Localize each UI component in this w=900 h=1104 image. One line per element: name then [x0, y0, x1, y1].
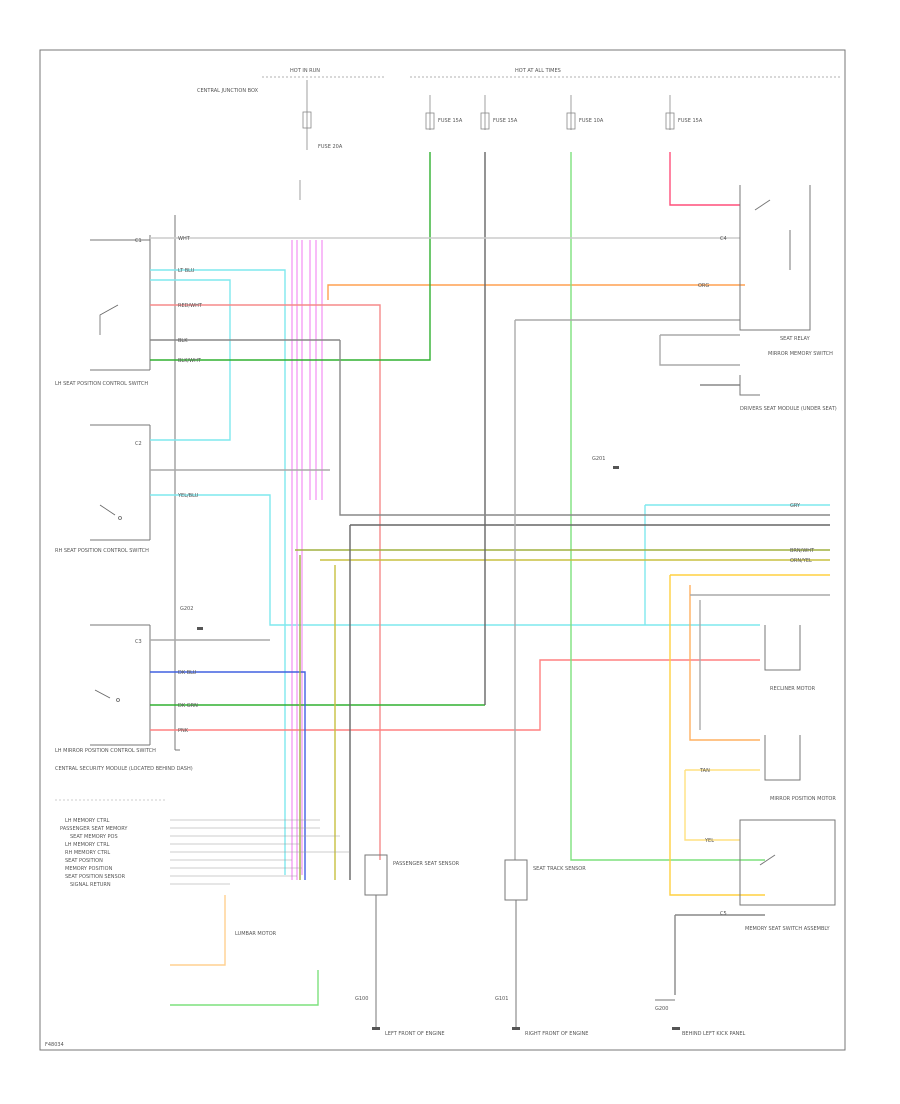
seat-track-sensor-label: SEAT TRACK SENSOR	[533, 866, 586, 872]
central-module-label: CENTRAL SECURITY MODULE (LOCATED BEHIND …	[55, 766, 193, 772]
wire-label-yel-blu: YEL/BLU	[177, 493, 199, 499]
colored-wires	[150, 152, 830, 1006]
wire-label-yel: YEL	[704, 838, 714, 844]
wire-label-tan: TAN	[699, 768, 710, 774]
fuse-3-label: FUSE 15A	[493, 118, 518, 124]
connector-c5: C5	[720, 911, 727, 917]
wire-label-org: ORG	[698, 283, 709, 289]
seat-relay-label: SEAT RELAY	[780, 336, 811, 342]
lh-seat-switch-label: LH SEAT POSITION CONTROL SWITCH	[55, 381, 148, 387]
signal-list-item: LH MEMORY CTRL	[65, 842, 110, 848]
ground-note-a: LEFT FRONT OF ENGINE	[385, 1031, 445, 1037]
left-component-boxes	[90, 215, 180, 751]
hot-in-run-label: HOT IN RUN	[290, 68, 320, 74]
wire-label-blk: BLK	[178, 338, 188, 344]
central-junction-box-label: CENTRAL JUNCTION BOX	[197, 88, 259, 94]
diagram-frame	[39, 49, 846, 1051]
signal-list-item: SEAT POSITION	[65, 858, 103, 864]
footer-id: F48034	[45, 1042, 64, 1048]
signal-list-item: LH MEMORY CTRL	[65, 818, 110, 824]
ground-g100: G100	[355, 996, 368, 1002]
signal-list-item: MEMORY POSITION	[65, 866, 113, 872]
wire-label-blk-wht: BLK/WHT	[178, 358, 202, 364]
lumbar-motor-label: LUMBAR MOTOR	[235, 931, 277, 937]
connector-c2: C2	[135, 441, 142, 447]
recliner-motor-label: RECLINER MOTOR	[770, 686, 816, 692]
wire-label-wht: WHT	[178, 236, 191, 242]
memory-module-label: DRIVERS SEAT MODULE (UNDER SEAT)	[740, 406, 837, 412]
signal-list: LH MEMORY CTRL PASSENGER SEAT MEMORY SEA…	[60, 818, 128, 888]
ground-note-b: RIGHT FRONT OF ENGINE	[525, 1031, 588, 1037]
signal-list-rails	[55, 799, 350, 885]
fuse-4-label: FUSE 10A	[579, 118, 604, 124]
passenger-seat-sensor-label: PASSENGER SEAT SENSOR	[393, 861, 460, 867]
ground-note-c: BEHIND LEFT KICK PANEL	[682, 1031, 746, 1037]
signal-list-item: SIGNAL RETURN	[70, 882, 111, 888]
ground-g101: G101	[495, 996, 508, 1002]
signal-list-item: PASSENGER SEAT MEMORY	[60, 826, 128, 832]
lh-mirror-switch-label: LH MIRROR POSITION CONTROL SWITCH	[55, 748, 156, 754]
signal-list-item: SEAT MEMORY POS	[70, 834, 118, 840]
connector-c3: C3	[135, 639, 142, 645]
ground-symbols	[197, 466, 680, 1030]
connector-c1: C1	[135, 238, 142, 244]
ground-g201: G201	[592, 456, 605, 462]
ground-g200: G200	[655, 1006, 668, 1012]
fuse-2-label: FUSE 15A	[438, 118, 463, 124]
wire-label-lt-blu: LT BLU	[178, 268, 195, 274]
fuse-5-label: FUSE 15A	[678, 118, 703, 124]
hot-at-all-times-label: HOT AT ALL TIMES	[515, 68, 561, 74]
switch-contacts	[94, 304, 122, 702]
rh-seat-switch-label: RH SEAT POSITION CONTROL SWITCH	[55, 548, 149, 554]
wire-label-dk-grn: DK GRN	[178, 703, 198, 709]
wire-label-pnk: PNK	[178, 728, 189, 734]
right-components	[739, 185, 836, 906]
wire-label-gry: GRY	[790, 503, 801, 509]
wire-label-orn-yel: ORN/YEL	[790, 558, 812, 564]
signal-list-item: RH MEMORY CTRL	[65, 850, 110, 856]
ground-g202: G202	[180, 606, 193, 612]
fuse-column	[299, 80, 675, 200]
connector-c4: C4	[720, 236, 727, 242]
wire-label-dk-blu: DK BLU	[178, 670, 197, 676]
mirror-memory-switch-label: MIRROR MEMORY SWITCH	[768, 351, 833, 357]
wire-label-brn-wht: BRN/WHT	[790, 548, 815, 554]
mirror-motor-label: MIRROR POSITION MOTOR	[770, 796, 836, 802]
fuse-1-label: FUSE 20A	[318, 144, 343, 150]
wire-label-red-wht: RED/WHT	[178, 303, 203, 309]
bottom-sensors	[364, 854, 675, 1030]
signal-list-item: SEAT POSITION SENSOR	[65, 874, 126, 880]
switch-assembly-label: MEMORY SEAT SWITCH ASSEMBLY	[745, 926, 831, 932]
